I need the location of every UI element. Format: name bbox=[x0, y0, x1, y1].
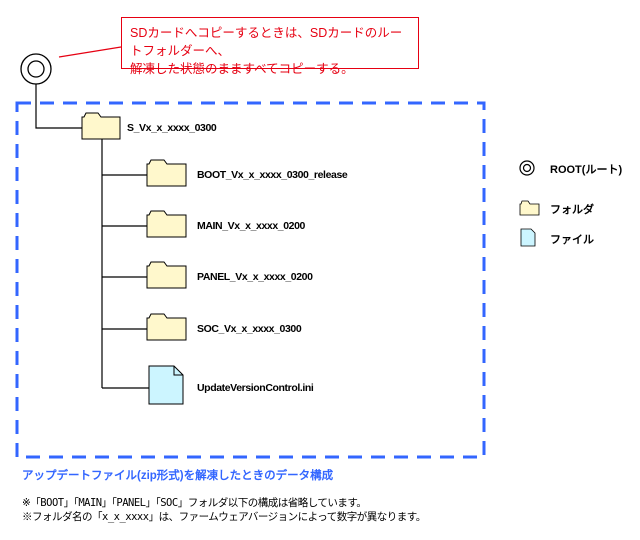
legend-folder-icon bbox=[519, 200, 540, 216]
legend-label-root: ROOT(ルート) bbox=[550, 164, 623, 176]
callout-note: SDカードへコピーするときは、SDカードのルートフォルダーへ、 解凍した状態のま… bbox=[121, 17, 419, 76]
legend-label-folder: フォルダ bbox=[550, 204, 594, 216]
root-icon bbox=[20, 53, 52, 85]
diagram-caption: アップデートファイル(zip形式)を解凍したときのデータ構成 bbox=[22, 470, 334, 482]
callout-line-1: SDカードへコピーするときは、SDカードのルートフォルダーへ、 bbox=[130, 26, 403, 58]
folder-label-top: S_Vx_x_xxxx_0300 bbox=[127, 122, 217, 134]
folder-icon bbox=[146, 210, 187, 238]
folder-icon bbox=[146, 261, 187, 289]
legend-root-icon bbox=[519, 160, 535, 176]
zip-contents-box bbox=[15, 101, 486, 459]
folder-label-panel: PANEL_Vx_x_xxxx_0200 bbox=[197, 271, 313, 283]
callout-pointer bbox=[58, 46, 122, 58]
folder-icon bbox=[81, 112, 121, 140]
folder-icon bbox=[146, 313, 187, 341]
folder-label-main: MAIN_Vx_x_xxxx_0200 bbox=[197, 220, 305, 232]
legend-label-file: ファイル bbox=[550, 234, 594, 246]
callout-line-2: 解凍した状態のまますべてコピーする。 bbox=[130, 62, 354, 76]
folder-label-boot: BOOT_Vx_x_xxxx_0300_release bbox=[197, 169, 348, 181]
tree-connectors bbox=[35, 84, 149, 389]
note-2: ※フォルダ名の「x_x_xxxx」は、ファームウェアバージョンによって数字が異な… bbox=[22, 511, 426, 523]
file-icon bbox=[148, 365, 184, 405]
file-label-ini: UpdateVersionControl.ini bbox=[197, 382, 314, 394]
folder-label-soc: SOC_Vx_x_xxxx_0300 bbox=[197, 323, 302, 335]
legend-file-icon bbox=[520, 228, 536, 247]
note-1: ※「BOOT」「MAIN」「PANEL」「SOC」フォルダ以下の構成は省略してい… bbox=[22, 497, 367, 509]
folder-icon bbox=[146, 159, 187, 187]
